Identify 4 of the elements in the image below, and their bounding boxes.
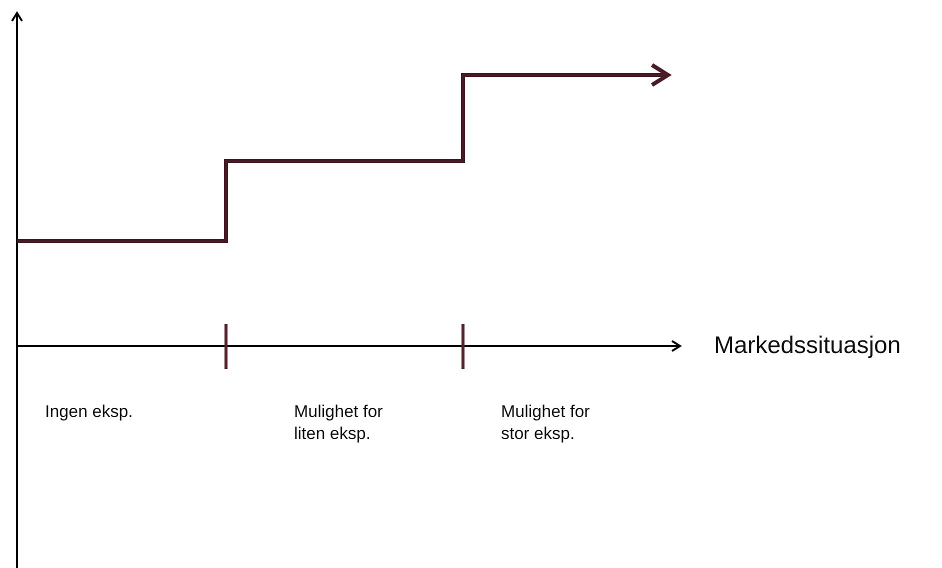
axis-label: Markedssituasjon	[714, 331, 902, 361]
range-label: Mulighet for stor eksp.	[501, 401, 591, 446]
range-label: Mulighet for liten eksp.	[294, 401, 384, 446]
range-label: Ingen eksp.	[45, 401, 134, 423]
